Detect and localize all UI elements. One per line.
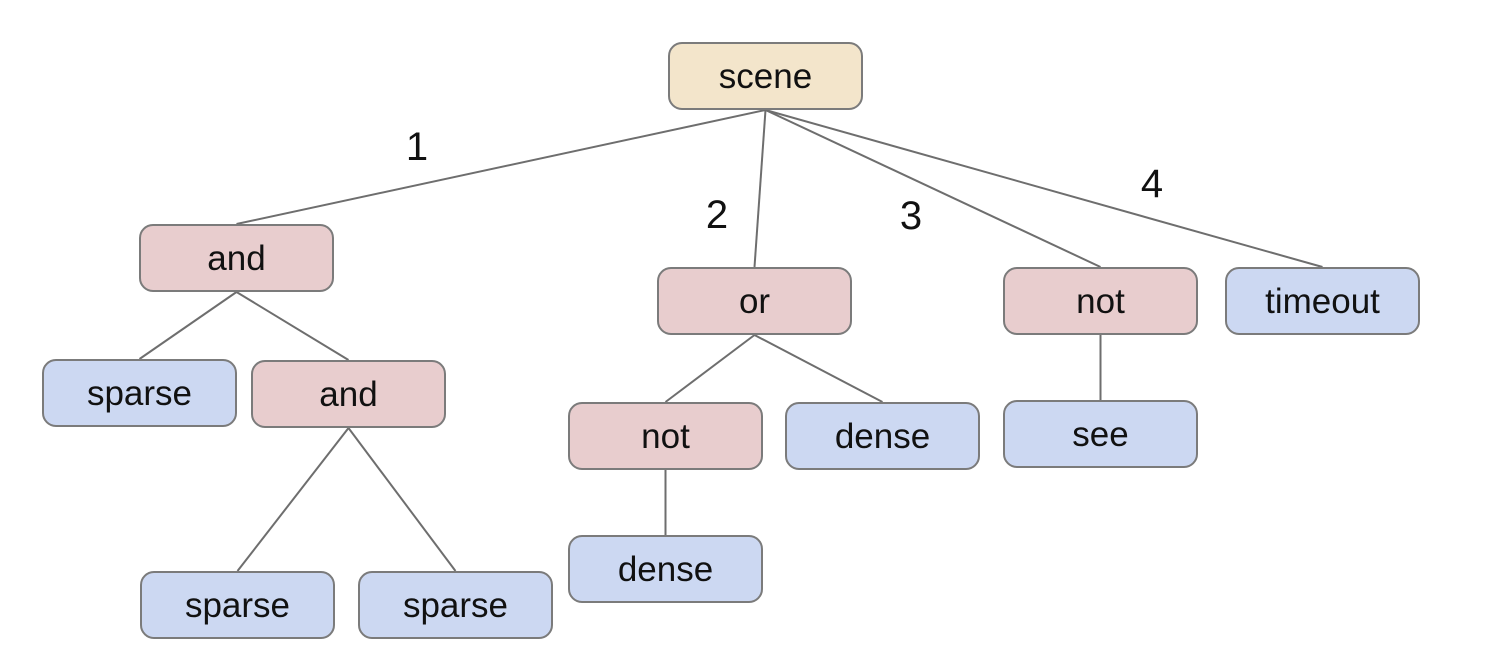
edge-label-3: 3 <box>899 194 923 238</box>
tree-node-scene: scene <box>668 42 863 110</box>
edge-scene-and1 <box>236 109 766 225</box>
tree-node-sparse-3: sparse <box>358 571 553 639</box>
tree-node-sparse-1: sparse <box>42 359 237 427</box>
edge-scene-not1 <box>765 109 1101 268</box>
edge-label-2: 2 <box>705 193 729 237</box>
tree-node-timeout: timeout <box>1225 267 1420 335</box>
edge-scene-timeout <box>765 109 1323 268</box>
edge-and1-sparse1 <box>138 291 238 360</box>
tree-node-dense-1: dense <box>785 402 980 470</box>
edge-scene-or <box>753 109 767 268</box>
edge-or-dense1 <box>754 334 883 403</box>
tree-node-or: or <box>657 267 852 335</box>
tree-node-sparse-2: sparse <box>140 571 335 639</box>
tree-node-and-2: and <box>251 360 446 428</box>
edge-and1-and2 <box>235 291 350 361</box>
tree-node-dense-2: dense <box>568 535 763 603</box>
edge-label-1: 1 <box>405 125 429 169</box>
tree-node-and-1: and <box>139 224 334 292</box>
tree-node-see: see <box>1003 400 1198 468</box>
tree-node-not-1: not <box>1003 267 1198 335</box>
edge-and2-sparse2 <box>236 427 350 572</box>
tree-node-not-2: not <box>568 402 763 470</box>
edge-and2-sparse3 <box>347 427 457 572</box>
edge-or-not2 <box>664 334 756 403</box>
edge-label-4: 4 <box>1140 162 1164 206</box>
